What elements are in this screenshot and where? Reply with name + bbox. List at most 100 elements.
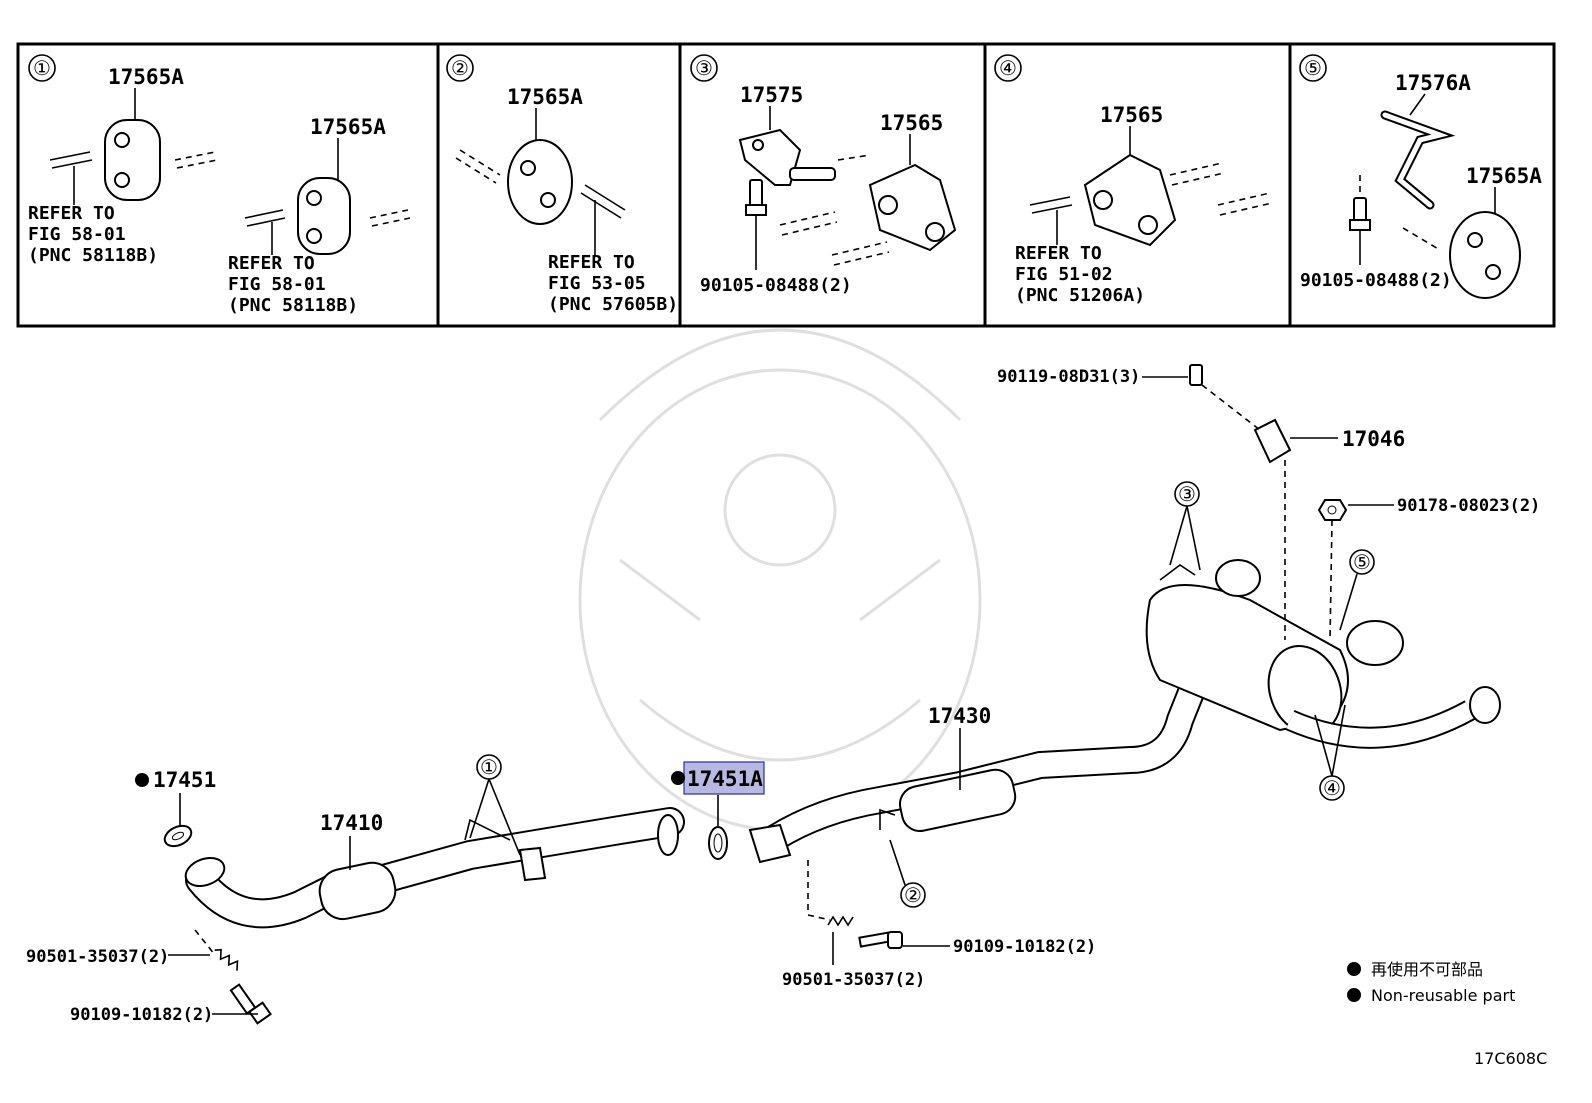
label-spring-mid: 90501-35037(2) xyxy=(782,970,925,990)
detail-panel-4: ④ 17565 REFER TO FIG 51-02 (PNC 51206A) xyxy=(994,54,1273,306)
label-17430: 17430 xyxy=(928,704,991,728)
rubber-hanger-icon xyxy=(104,119,161,201)
flange xyxy=(184,856,226,888)
rubber-block-icon xyxy=(1083,153,1177,247)
nut-right-icon xyxy=(1317,499,1348,521)
tailpipe-tip xyxy=(1215,559,1261,597)
non-reusable-dot xyxy=(135,773,149,787)
panel-5-part-b: 17565A xyxy=(1466,164,1542,188)
spring-left-icon xyxy=(214,948,239,971)
svg-text:(PNC 58118B): (PNC 58118B) xyxy=(28,245,158,266)
panel-1-part-a: 17565A xyxy=(108,65,184,89)
svg-text:(PNC 58118B): (PNC 58118B) xyxy=(228,295,358,316)
label-bolt-mid: 90109-10182(2) xyxy=(953,937,1096,957)
panel-4-number: ④ xyxy=(999,56,1017,80)
svg-text:④: ④ xyxy=(1323,776,1341,800)
label-17451A: 17451A xyxy=(687,767,763,791)
svg-text:FIG 58-01: FIG 58-01 xyxy=(228,274,326,295)
panel-3-part-b: 17565 xyxy=(880,111,943,135)
svg-text:FIG 53-05: FIG 53-05 xyxy=(548,273,646,294)
callout-5: ⑤ xyxy=(1339,549,1375,631)
panel-5-number: ⑤ xyxy=(1304,56,1322,80)
legend-en: Non-reusable part xyxy=(1371,986,1515,1005)
panel-4-part: 17565 xyxy=(1100,103,1163,127)
panel-1-part-b: 17565A xyxy=(310,115,386,139)
label-nut-right: 90178-08023(2) xyxy=(1397,496,1540,516)
tailpipe-assembly xyxy=(748,559,1501,864)
svg-text:REFER TO: REFER TO xyxy=(228,253,315,274)
detail-panel-3: ③ 17575 17565 90105-08488(2) xyxy=(690,54,957,296)
svg-text:REFER TO: REFER TO xyxy=(548,252,635,273)
hanger-bracket xyxy=(518,846,547,882)
panel-5-part-a: 17576A xyxy=(1395,71,1471,95)
rubber-hanger-icon xyxy=(1449,211,1521,299)
svg-text:⑤: ⑤ xyxy=(1353,550,1371,574)
legend: 再使用不可部品 Non-reusable part xyxy=(1347,960,1515,1005)
figure-code: 17C608C xyxy=(1474,1049,1547,1068)
label-spring-left: 90501-35037(2) xyxy=(26,947,169,967)
main-labels: 90119-08D31(3) 17046 90178-08023(2) 1743… xyxy=(26,367,1540,1025)
bolt-left-icon xyxy=(229,983,272,1025)
svg-text:②: ② xyxy=(904,883,922,907)
label-bolt-left: 90109-10182(2) xyxy=(70,1005,213,1025)
bolt-mid-icon xyxy=(858,931,903,949)
spring-mid-icon xyxy=(827,915,854,927)
legend-jp: 再使用不可部品 xyxy=(1371,960,1483,979)
panel-3-bolt: 90105-08488(2) xyxy=(700,275,852,296)
gasket-mid-icon xyxy=(708,826,728,860)
hanger-rod-icon xyxy=(1380,110,1456,210)
svg-text:(PNC 57605B): (PNC 57605B) xyxy=(548,294,678,315)
detail-panel-1: ① 17565A REFER TO FIG 58-01 (PNC 58118B)… xyxy=(28,54,411,316)
callout-2: ② xyxy=(889,839,926,908)
detail-panel-5: ⑤ 17576A 17565A 90105-08488(2) xyxy=(1299,54,1542,299)
tailpipe-tip xyxy=(1469,686,1501,724)
svg-text:①: ① xyxy=(480,755,498,779)
panel-1-number: ① xyxy=(33,56,51,80)
flange xyxy=(657,814,679,856)
panel-3-number: ③ xyxy=(695,56,713,80)
label-17451: 17451 xyxy=(153,768,216,792)
rubber-hanger-icon xyxy=(507,139,573,225)
panel-5-bolt: 90105-08488(2) xyxy=(1300,270,1452,291)
highlight-17451A xyxy=(683,761,765,795)
legend-dot xyxy=(1347,962,1361,976)
sub-muffler xyxy=(899,768,1017,832)
non-reusable-dot xyxy=(671,771,685,785)
callout-4: ④ xyxy=(1314,704,1346,801)
rubber-block-icon xyxy=(868,163,957,252)
svg-text:FIG 58-01: FIG 58-01 xyxy=(28,224,126,245)
bracket-icon xyxy=(738,128,836,186)
panel-2-part: 17565A xyxy=(507,85,583,109)
svg-text:REFER TO: REFER TO xyxy=(28,203,115,224)
catalytic-converter xyxy=(318,861,397,921)
callout-3: ③ xyxy=(1169,481,1201,571)
label-bolt-top: 90119-08D31(3) xyxy=(997,367,1140,387)
svg-text:(PNC 51206A): (PNC 51206A) xyxy=(1015,285,1145,306)
legend-dot xyxy=(1347,988,1361,1002)
flange xyxy=(748,823,792,864)
panel-3-part-a: 17575 xyxy=(740,83,803,107)
rubber-hanger-icon xyxy=(297,177,351,255)
callout-1: ① xyxy=(469,754,521,856)
label-17410: 17410 xyxy=(320,811,383,835)
bolt-top-icon xyxy=(1189,364,1203,386)
gasket-left-icon xyxy=(163,824,193,848)
panel-2-number: ② xyxy=(451,56,469,80)
detail-panel-2: ② 17565A REFER TO FIG 53-05 (PNC 57605B) xyxy=(446,54,678,315)
detail-frame xyxy=(16,42,1556,328)
svg-text:③: ③ xyxy=(1178,482,1196,506)
callouts: ① ② ③ ④ ⑤ xyxy=(469,481,1375,908)
front-exhaust-pipe xyxy=(184,807,685,929)
bolt-icon xyxy=(1349,197,1371,231)
label-17046: 17046 xyxy=(1342,427,1405,451)
svg-text:FIG 51-02: FIG 51-02 xyxy=(1015,264,1113,285)
main-exploded-view xyxy=(163,364,1501,1025)
bolt-icon xyxy=(745,179,767,216)
svg-text:REFER TO: REFER TO xyxy=(1015,243,1102,264)
tailpipe-tip xyxy=(1346,620,1404,666)
watermark-logo xyxy=(578,328,982,832)
bracket-17046-icon xyxy=(1253,418,1292,464)
detail-panels: ① 17565A REFER TO FIG 58-01 (PNC 58118B)… xyxy=(16,42,1556,328)
